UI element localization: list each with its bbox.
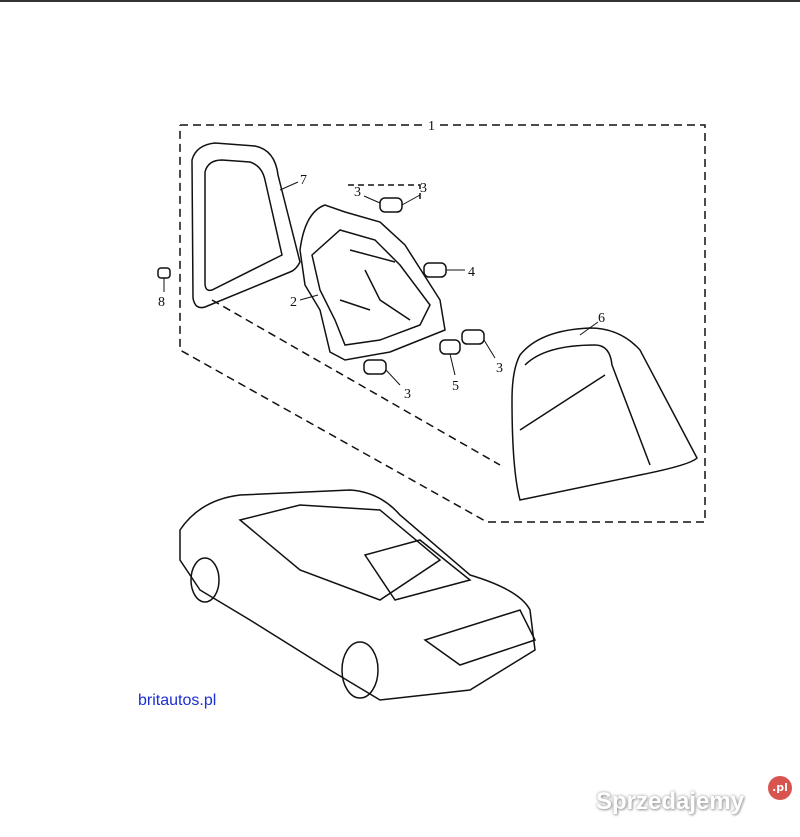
bracket [299, 204, 446, 361]
screw-icon [439, 339, 461, 355]
lens [511, 327, 698, 501]
top-border [0, 0, 800, 2]
screw-icon [379, 197, 403, 213]
britautos-link[interactable]: britautos.pl [138, 692, 217, 709]
callout-7: 7 [300, 173, 307, 188]
screw-icon [423, 262, 447, 278]
assembly-frame [179, 124, 706, 523]
callout-4: 4 [468, 265, 475, 280]
callout-8: 8 [158, 295, 165, 310]
car [179, 489, 536, 701]
callout-3d: 3 [354, 185, 361, 200]
callout-2: 2 [290, 295, 297, 310]
callout-1: 1 [428, 119, 435, 134]
nut-icon [157, 267, 171, 279]
callout-3c: 3 [404, 387, 411, 402]
screw-icon [461, 329, 485, 345]
callout-3a: 3 [420, 181, 427, 196]
callout-3b: 3 [496, 361, 503, 376]
leader-dash [211, 299, 501, 466]
watermark-logo: Sprzedajemy [596, 788, 745, 815]
callout-5: 5 [452, 379, 459, 394]
watermark-badge: .pl [768, 776, 792, 800]
callout-6: 6 [598, 311, 605, 326]
gasket [191, 142, 301, 309]
screw-icon [363, 359, 387, 375]
